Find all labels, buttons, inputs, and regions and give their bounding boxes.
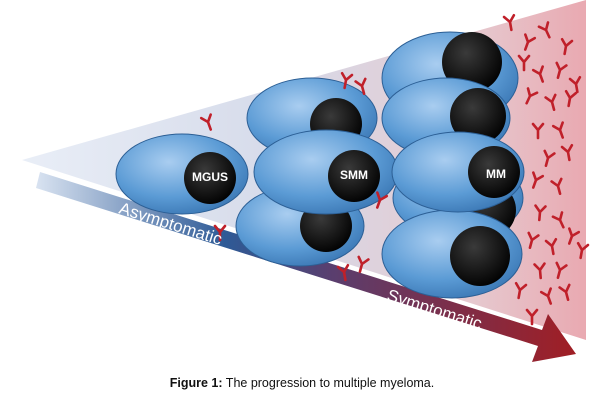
- antibody-icon: [539, 287, 553, 305]
- antibody-icon: [357, 255, 370, 274]
- cell-nucleus: [328, 150, 380, 202]
- antibody-icon: [550, 177, 563, 196]
- antibody-icon: [533, 262, 546, 280]
- antibody-icon: [527, 231, 540, 250]
- antibody-icon: [531, 65, 545, 83]
- plasma-cell: [381, 77, 511, 159]
- antibody-icon: [560, 37, 574, 56]
- antibody-icon: [213, 224, 227, 242]
- antibody-group: [199, 13, 590, 326]
- antibody-icon: [525, 87, 539, 105]
- plasma-cell: [381, 209, 523, 299]
- antibody-icon: [555, 61, 568, 80]
- antibody-icon: [340, 71, 354, 90]
- plasma-cell: [115, 133, 249, 215]
- antibody-icon: [544, 93, 557, 112]
- figure-caption: Figure 1: The progression to multiple my…: [0, 376, 604, 390]
- cell-nucleus: [442, 32, 502, 92]
- antibody-icon: [523, 33, 537, 51]
- antibody-icon: [544, 237, 558, 256]
- antibody-icon: [531, 171, 545, 189]
- antibody-icon: [576, 241, 590, 260]
- plasma-cell: [253, 129, 399, 215]
- antibody-icon: [568, 75, 582, 94]
- antibody-icon: [502, 13, 516, 32]
- antibody-icon: [375, 191, 389, 209]
- cell-nucleus: [184, 152, 236, 204]
- antibody-icon: [531, 122, 545, 140]
- stage-label-mm: MM: [486, 167, 506, 181]
- caption-label: Figure 1:: [169, 376, 223, 390]
- antibody-icon: [534, 204, 547, 222]
- myeloma-progression-diagram: Asymptomatic Symptomatic MGUS SMM MM: [22, 0, 590, 362]
- antibody-icon: [354, 77, 367, 96]
- cell-nucleus: [450, 226, 510, 286]
- stage-label-mgus: MGUS: [192, 170, 228, 184]
- caption-text: The progression to multiple myeloma.: [222, 376, 435, 390]
- antibody-icon: [525, 308, 539, 326]
- cell-nucleus: [450, 88, 506, 144]
- plasma-cell: [391, 131, 525, 213]
- antibody-icon: [567, 227, 581, 245]
- antibody-icon: [537, 21, 551, 39]
- antibody-icon: [555, 261, 568, 280]
- antibody-icon: [543, 149, 556, 168]
- antibody-icon: [558, 283, 571, 302]
- antibody-icon: [564, 89, 578, 108]
- cell-nucleus: [468, 146, 520, 198]
- progression-arrow: [36, 172, 576, 362]
- cell-group: [115, 31, 525, 299]
- antibody-icon: [517, 54, 531, 72]
- antibody-icon: [199, 113, 213, 131]
- antibody-icon: [514, 281, 528, 300]
- antibody-icon: [551, 121, 565, 139]
- antibody-icon: [560, 143, 574, 162]
- antibody-icon: [551, 211, 565, 229]
- stage-label-smm: SMM: [340, 168, 368, 182]
- antibody-icon: [336, 263, 350, 282]
